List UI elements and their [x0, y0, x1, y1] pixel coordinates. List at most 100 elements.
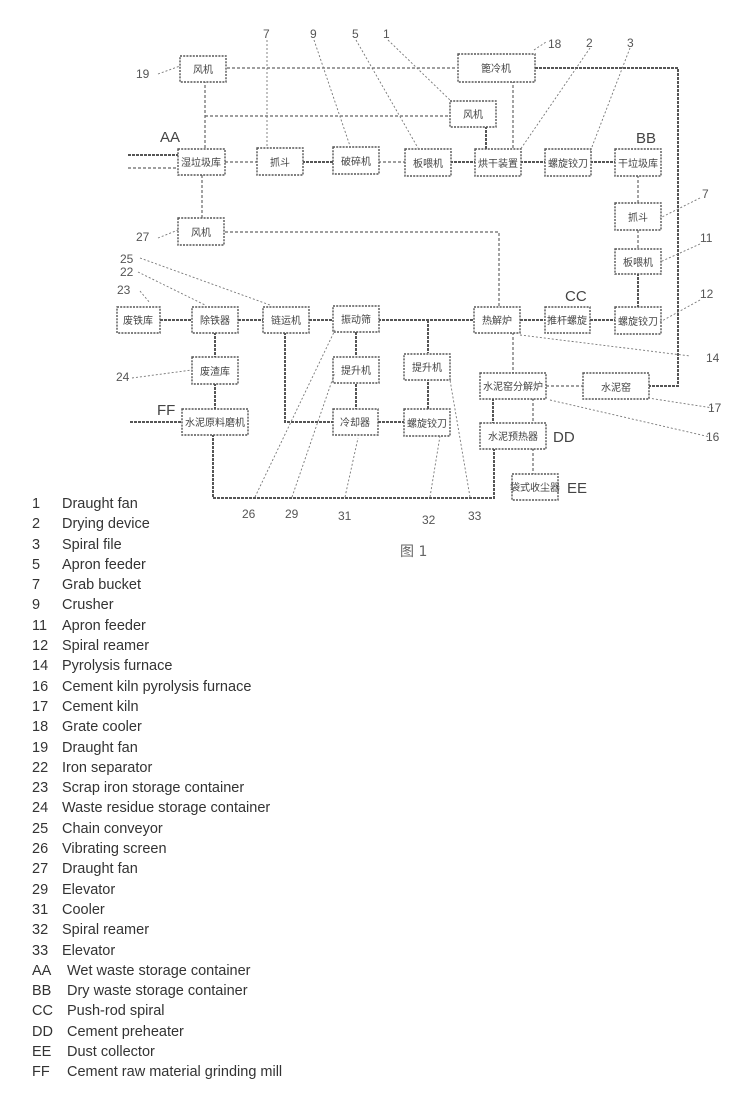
box-raw-mill-FF: 水泥原料磨机: [181, 408, 249, 436]
legend-key: 31: [32, 901, 49, 918]
svg-text:冷却器: 冷却器: [340, 416, 370, 429]
legend-key: 7: [32, 577, 41, 594]
box-drying-device-2: 烘干装置: [474, 148, 522, 177]
legend-label: Pyrolysis furnace: [62, 658, 173, 675]
svg-text:水泥原料磨机: 水泥原料磨机: [185, 416, 245, 429]
legend-label: Iron separator: [62, 759, 153, 776]
callout-25: 25: [120, 252, 134, 266]
box-vibrating-screen-26: 振动筛: [332, 305, 380, 333]
legend-label: Wet waste storage container: [67, 962, 251, 979]
legend-item: CC Push-rod spiral: [32, 1001, 282, 1021]
svg-text:振动筛: 振动筛: [341, 313, 371, 326]
box-grab-bucket-7: 抓斗: [256, 147, 304, 176]
box-apron-feeder-11: 板喂机: [614, 248, 662, 275]
label-CC: CC: [565, 288, 587, 305]
box-push-rod-CC: 推杆螺旋: [544, 306, 591, 334]
legend-key: 25: [32, 820, 49, 837]
box-pyrolysis-14: 热解炉: [473, 306, 521, 334]
legend-key: 23: [32, 780, 49, 797]
svg-text:提升机: 提升机: [412, 361, 442, 374]
legend-label: Spiral reamer: [62, 922, 150, 939]
svg-text:风机: 风机: [193, 63, 213, 76]
legend-key: CC: [32, 1003, 53, 1020]
box-elevator-29: 提升机: [332, 356, 380, 384]
callout-14: 14: [706, 351, 720, 365]
figure-caption: 图 1: [400, 544, 427, 560]
legend-key: 16: [32, 678, 49, 695]
box-crusher-9: 破碎机: [332, 146, 380, 175]
box-chain-conveyor-25: 链运机: [262, 306, 310, 334]
letter-labels: AA BB CC DD EE FF: [157, 129, 656, 497]
svg-text:螺旋铰刀: 螺旋铰刀: [548, 157, 588, 170]
box-grab-bucket-7b: 抓斗: [614, 202, 662, 231]
legend-label: Draught fan: [62, 496, 138, 512]
callout-32: 32: [422, 513, 436, 527]
legend-label: Drying device: [62, 516, 150, 533]
callout-18: 18: [548, 37, 562, 51]
line-fan27-pyrolysis: [225, 231, 500, 310]
svg-text:烘干装置: 烘干装置: [478, 157, 518, 170]
legend-key: 18: [32, 719, 49, 736]
leader-lines: [131, 39, 714, 498]
svg-text:板喂机: 板喂机: [623, 256, 653, 269]
box-fan-27: 风机: [177, 217, 225, 246]
svg-text:热解炉: 热解炉: [482, 314, 512, 327]
legend-label: Elevator: [62, 942, 116, 959]
legend-item: 23 Scrap iron storage container: [32, 778, 282, 798]
box-fan-19: 风机: [179, 55, 227, 83]
legend-label: Scrap iron storage container: [62, 780, 245, 797]
callout-31: 31: [338, 509, 352, 523]
legend-key: 2: [32, 516, 41, 533]
callout-29: 29: [285, 507, 299, 521]
svg-text:链运机: 链运机: [271, 314, 301, 327]
label-EE: EE: [567, 480, 587, 497]
svg-text:水泥窑分解炉: 水泥窑分解炉: [483, 380, 543, 393]
svg-text:水泥预热器: 水泥预热器: [488, 430, 538, 443]
svg-text:篦冷机: 篦冷机: [481, 62, 511, 75]
legend-key: 32: [32, 922, 49, 939]
box-apron-feeder-5: 板喂机: [404, 148, 452, 177]
svg-text:除铁器: 除铁器: [200, 314, 230, 327]
callout-22: 22: [120, 265, 134, 279]
callout-24: 24: [116, 370, 130, 384]
box-waste-residue-24: 废渣库: [191, 356, 239, 385]
legend-label: Spiral file: [62, 536, 122, 553]
callout-19: 19: [136, 67, 150, 81]
svg-text:湿垃圾库: 湿垃圾库: [181, 156, 221, 169]
legend-key: 17: [32, 698, 49, 715]
callout-17: 17: [708, 401, 722, 415]
box-spiral-reamer-32: 螺旋铰刀: [403, 408, 451, 437]
legend-key: 24: [32, 800, 49, 817]
label-DD: DD: [553, 429, 575, 446]
box-grate-cooler-18: 篦冷机: [457, 53, 536, 83]
legend-label: Push-rod spiral: [67, 1003, 165, 1020]
svg-text:袋式收尘器: 袋式收尘器: [510, 481, 560, 494]
svg-text:风机: 风机: [463, 108, 483, 121]
legend-key: 22: [32, 759, 49, 776]
callout-3: 3: [627, 36, 634, 50]
svg-text:干垃圾库: 干垃圾库: [618, 157, 658, 170]
box-preheater-DD: 水泥预热器: [479, 422, 547, 450]
process-flow-diagram: 风机 篦冷机 风机 湿垃圾库 抓斗 破碎机 板喂机 烘干装置 螺旋铰刀 干垃圾库…: [116, 27, 722, 560]
legend-label: Grate cooler: [62, 719, 142, 736]
line-gratecooler-kiln: [535, 67, 679, 387]
box-wet-storage-AA: 湿垃圾库: [177, 148, 226, 176]
legend-item: 2 Drying device: [32, 514, 282, 534]
connections: [128, 67, 679, 499]
legend-key: 1: [32, 496, 41, 512]
legend-label: Draught fan: [62, 739, 138, 756]
legend-key: 29: [32, 881, 49, 898]
callout-numbers: 19 7 9 5 1 18 2 3 27 7 11 12 25 22 23 24…: [116, 27, 722, 527]
svg-text:水泥窑: 水泥窑: [601, 381, 631, 394]
box-elevator-33: 提升机: [403, 353, 451, 381]
box-spiral-reamer-12: 螺旋铰刀: [614, 306, 662, 335]
legend-item: 18 Grate cooler: [32, 717, 282, 737]
